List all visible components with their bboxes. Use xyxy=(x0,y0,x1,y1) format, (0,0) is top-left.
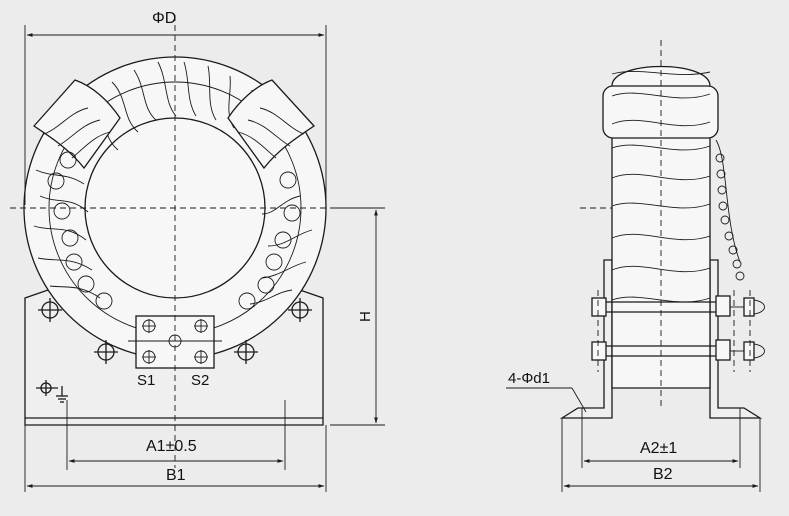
side-view: 4-Φd1 A2±1 B2 xyxy=(506,40,765,492)
dimension-diameter xyxy=(24,25,327,205)
base-mounting-holes xyxy=(38,298,312,364)
dimension-b2 xyxy=(561,418,761,492)
dimension-b1 xyxy=(24,425,327,492)
side-bracket xyxy=(559,259,613,419)
dimension-height-label: H xyxy=(357,311,374,322)
terminal-label-s2: S2 xyxy=(191,372,209,389)
winding-holes xyxy=(47,151,301,310)
side-beads xyxy=(715,139,745,281)
dimension-diameter-label: ΦD xyxy=(152,10,176,27)
bolt-lower xyxy=(591,339,765,361)
holes-leader xyxy=(506,387,587,413)
dimension-b2-label: B2 xyxy=(653,466,673,483)
dimension-a2 xyxy=(581,408,741,468)
dimension-height xyxy=(330,207,385,426)
front-view: S1 S2 ΦD H xyxy=(10,10,385,492)
holes-label: 4-Φd1 xyxy=(508,370,550,387)
side-winding-lines xyxy=(611,71,711,303)
terminal-label-s1: S1 xyxy=(137,372,155,389)
dimension-a1 xyxy=(66,400,286,470)
ground-icon xyxy=(36,380,68,403)
right-clamp xyxy=(227,79,315,170)
side-cap-band xyxy=(602,85,719,139)
dimension-b1-label: B1 xyxy=(166,467,186,484)
dimension-a2-label: A2±1 xyxy=(640,440,677,457)
bolt-upper xyxy=(591,295,765,317)
dimension-a1-label: A1±0.5 xyxy=(146,438,197,455)
